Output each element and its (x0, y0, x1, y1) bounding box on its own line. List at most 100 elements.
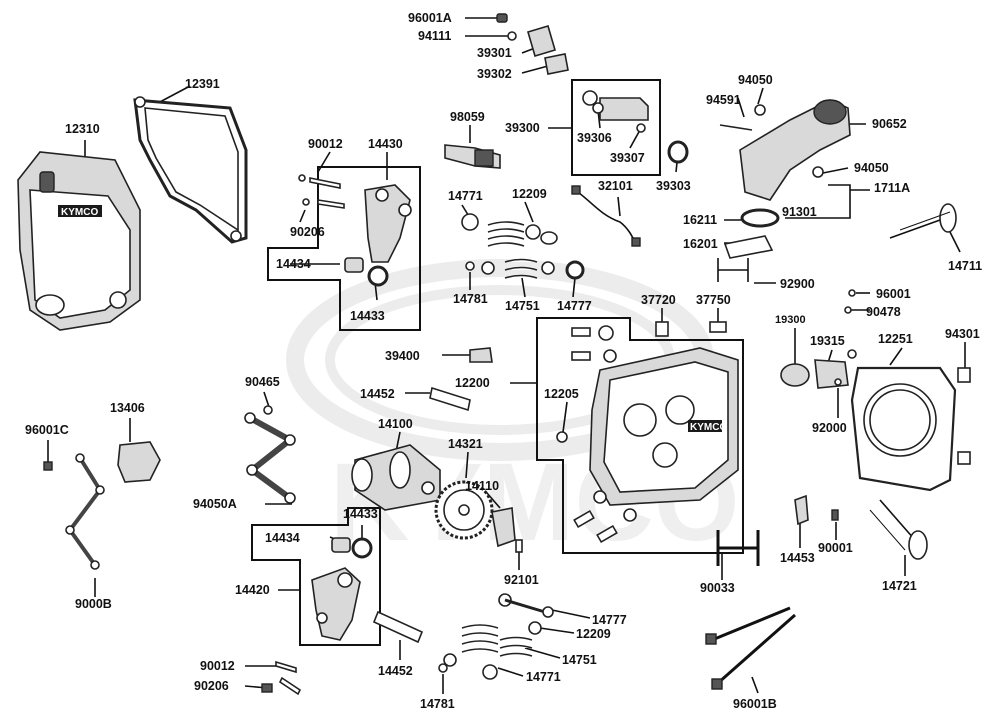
label-96001a: 96001A (408, 11, 452, 25)
label-90012-top: 90012 (308, 137, 343, 151)
label-90012-bot: 90012 (200, 659, 235, 673)
label-92000: 92000 (812, 421, 847, 435)
cylinder-head-cover: KYMCO (17, 151, 141, 331)
label-14711: 14711 (948, 259, 982, 273)
bottom-small-parts (261, 660, 302, 696)
label-14751-bot: 14751 (562, 653, 597, 667)
link-plates (244, 405, 296, 504)
label-14452-bot: 14452 (378, 664, 413, 678)
label-14751-top: 14751 (505, 299, 540, 313)
label-14777-top: 14777 (557, 299, 592, 313)
label-96001b: 96001B (733, 697, 777, 711)
label-91301: 91301 (782, 205, 817, 219)
label-16211: 16211 (683, 213, 717, 227)
label-14420: 14420 (235, 583, 270, 597)
label-12209-bot: 12209 (576, 627, 611, 641)
cover-badge-text: KYMCO (61, 207, 98, 218)
label-94050-mid: 94050 (854, 161, 889, 175)
label-14321: 14321 (448, 437, 483, 451)
long-bolts (705, 606, 796, 690)
label-14781-bot: 14781 (420, 697, 455, 711)
label-96001c: 96001C (25, 423, 69, 437)
label-98059: 98059 (450, 110, 485, 124)
valve-intake (889, 203, 957, 239)
label-94111: 94111 (418, 29, 451, 43)
label-96001: 96001 (876, 287, 911, 301)
label-12391: 12391 (185, 77, 220, 91)
label-14771-bot: 14771 (526, 670, 561, 684)
sensors (469, 289, 856, 363)
label-39307: 39307 (610, 151, 645, 165)
label-32101: 32101 (598, 179, 633, 193)
label-39301: 39301 (477, 46, 512, 60)
label-12209-top: 12209 (512, 187, 547, 201)
label-14453: 14453 (780, 551, 815, 565)
label-12251: 12251 (878, 332, 913, 346)
label-14771-top: 14771 (448, 189, 483, 203)
labels: 96001A 94111 39301 39302 39300 39306 393… (25, 11, 982, 711)
right-lower-parts (716, 494, 928, 566)
label-39306: 39306 (577, 131, 612, 145)
label-90478: 90478 (866, 305, 901, 319)
spark-plug (444, 144, 501, 169)
label-14433-top: 14433 (350, 309, 385, 323)
injector-box-parts (582, 90, 689, 164)
head-badge-text: KYMCO (690, 422, 727, 433)
label-39303: 39303 (656, 179, 691, 193)
valve-springs-bottom (438, 593, 554, 680)
label-37750: 37750 (696, 293, 731, 307)
thermostat-parts (780, 349, 857, 389)
label-94050-top: 94050 (738, 73, 773, 87)
label-12200: 12200 (455, 376, 490, 390)
label-90033: 90033 (700, 581, 735, 595)
label-16201: 16201 (683, 237, 718, 251)
label-14781-top: 14781 (453, 292, 488, 306)
label-39400: 39400 (385, 349, 420, 363)
sensor-wire (571, 185, 641, 247)
label-9000b: 9000B (75, 597, 112, 611)
label-94301: 94301 (945, 327, 980, 341)
label-90206-bot: 90206 (194, 679, 229, 693)
label-14452-top: 14452 (360, 387, 395, 401)
label-90001: 90001 (818, 541, 853, 555)
camshaft (351, 444, 441, 511)
dowel-pin-top (429, 386, 471, 412)
label-1711a: 1711A (874, 181, 910, 195)
label-14430: 14430 (368, 137, 403, 151)
dowel-pin-bottom (372, 610, 424, 644)
label-14434-top: 14434 (276, 257, 311, 271)
label-19300: 19300 (775, 314, 806, 326)
label-14100: 14100 (378, 417, 413, 431)
label-90652: 90652 (872, 117, 907, 131)
head-gasket (850, 366, 971, 492)
label-92101: 92101 (504, 573, 539, 587)
rocker-arm-bottom (311, 537, 373, 641)
label-14434-bot: 14434 (265, 531, 300, 545)
rocker-arm-top (298, 174, 412, 287)
label-12205: 12205 (544, 387, 579, 401)
label-90465: 90465 (245, 375, 280, 389)
chain-tensioner (491, 507, 523, 553)
label-19315: 19315 (810, 334, 845, 348)
label-14777-bot: 14777 (592, 613, 627, 627)
label-92900: 92900 (780, 277, 815, 291)
intake-manifold (717, 99, 851, 282)
cam-sprocket (434, 480, 494, 540)
label-14721: 14721 (882, 579, 917, 593)
valve-springs-top (461, 213, 585, 280)
label-94050a: 94050A (193, 497, 237, 511)
cylinder-head: KYMCO (556, 325, 739, 544)
label-39302: 39302 (477, 67, 512, 81)
label-94591: 94591 (706, 93, 741, 107)
label-12310: 12310 (65, 122, 100, 136)
label-39300: 39300 (505, 121, 540, 135)
label-37720: 37720 (641, 293, 676, 307)
injector-parts (496, 13, 569, 75)
label-14433-bot: 14433 (343, 507, 378, 521)
label-90206-top: 90206 (290, 225, 325, 239)
cover-gasket (133, 96, 248, 244)
label-13406: 13406 (110, 401, 145, 415)
label-14110: 14110 (465, 479, 499, 493)
bracket (43, 441, 161, 570)
